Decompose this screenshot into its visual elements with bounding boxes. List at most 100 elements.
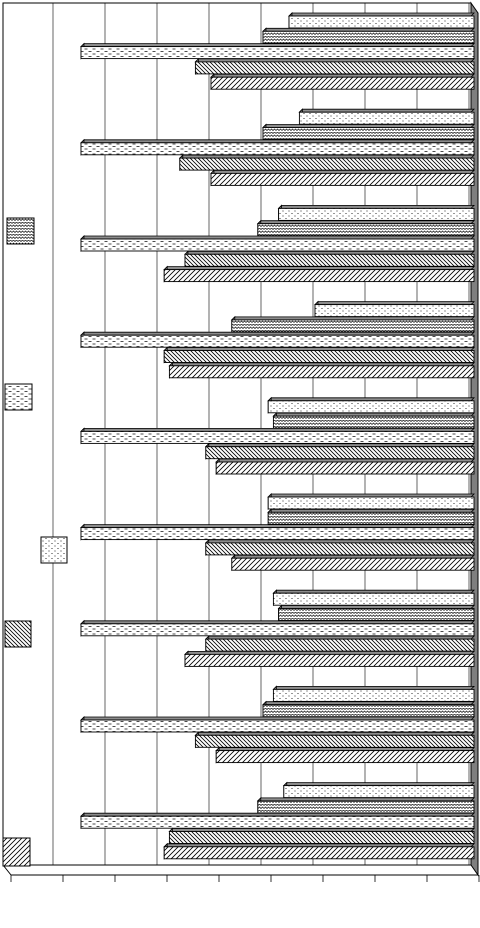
bar-front-face <box>272 415 475 429</box>
bar-front-face <box>314 304 475 318</box>
bar-front-face <box>80 430 475 444</box>
bar-top-face <box>204 539 475 544</box>
bar-front-face <box>163 846 475 860</box>
bar-front-face <box>80 527 475 541</box>
bar <box>80 812 475 830</box>
bar <box>163 265 475 283</box>
bar-top-face <box>267 508 475 513</box>
bar-front-face <box>210 76 475 90</box>
bar-front-face <box>262 127 475 140</box>
bar-front-face <box>288 15 475 29</box>
bar-front-face <box>80 719 475 733</box>
bar <box>80 427 475 445</box>
bar <box>194 57 475 75</box>
bar-front-face <box>80 334 475 348</box>
bar <box>184 650 475 668</box>
bar-front-face <box>168 365 475 379</box>
bar <box>267 396 475 414</box>
bar-front-face <box>262 704 475 718</box>
bar-top-face <box>80 812 475 817</box>
bar-top-face <box>314 301 475 306</box>
bar-top-face <box>230 554 475 559</box>
bar <box>80 331 475 349</box>
bar <box>163 346 475 364</box>
bar-group-2 <box>80 108 475 187</box>
bar-front-face <box>168 831 475 844</box>
bar-top-face <box>272 589 475 594</box>
bar-top-face <box>80 331 475 336</box>
bar-front-face <box>210 172 475 186</box>
bar-front-face <box>80 815 475 829</box>
bar-top-face <box>215 458 475 463</box>
bar-top-face <box>256 797 475 802</box>
bar-front-face <box>272 592 475 606</box>
bar-group-6 <box>80 493 475 572</box>
bar <box>314 300 475 318</box>
bars <box>80 12 475 860</box>
bar <box>168 827 475 845</box>
bar-front-face <box>272 688 475 702</box>
bar-top-face <box>184 651 475 655</box>
bar <box>272 412 475 430</box>
bar-top-face <box>163 347 475 351</box>
bar-top-face <box>80 524 475 528</box>
bar <box>80 235 475 252</box>
bar-top-face <box>168 828 475 832</box>
bar-top-face <box>204 443 475 448</box>
bar-group-9 <box>80 781 475 860</box>
legend-swatch-stipple <box>40 536 68 564</box>
bar <box>80 42 475 60</box>
bar <box>204 538 475 556</box>
bar-front-face <box>205 638 475 652</box>
bar-top-face <box>230 316 475 321</box>
legend-swatch-backslash <box>4 620 32 648</box>
bar-top-face <box>80 43 475 47</box>
bar <box>194 731 475 749</box>
bar-group-1 <box>80 12 475 91</box>
bar-group-8 <box>80 685 475 764</box>
bar <box>272 685 475 703</box>
bar-top-face <box>277 605 475 609</box>
bar-top-face <box>80 716 475 721</box>
bar-group-7 <box>80 589 475 668</box>
bar <box>204 635 475 653</box>
bar-group-5 <box>80 396 475 475</box>
bar-front-face <box>163 350 475 363</box>
legend-swatch-dash <box>4 383 33 411</box>
bar-top-face <box>282 782 475 786</box>
bar <box>168 361 475 379</box>
bar <box>262 123 475 141</box>
bar-front-face <box>267 511 475 525</box>
bar-front-face <box>205 542 475 556</box>
bar-front-face <box>179 157 475 171</box>
bar <box>256 219 475 237</box>
bar <box>267 493 475 510</box>
bar-front-face <box>194 61 475 75</box>
bar <box>80 619 475 637</box>
bar-top-face <box>272 412 475 417</box>
bar-front-face <box>278 608 475 621</box>
bar-front-face <box>257 800 475 814</box>
bar <box>80 716 475 733</box>
legend <box>2 217 68 867</box>
bar-front-face <box>262 30 475 44</box>
bar-top-face <box>194 731 475 736</box>
bar-top-face <box>163 843 475 848</box>
floor-left-edge <box>2 864 12 876</box>
x-axis-ticks <box>10 875 480 882</box>
bar-front-face <box>80 238 475 252</box>
bar-group-4 <box>80 300 475 379</box>
bar-front-face <box>267 496 475 510</box>
bar <box>178 154 475 172</box>
bar <box>80 523 475 541</box>
bar-front-face <box>205 446 475 460</box>
bar-top-face <box>80 620 475 625</box>
bar-front-face <box>231 319 475 333</box>
legend-swatch-zigzag <box>6 217 35 245</box>
bar-top-face <box>194 58 475 63</box>
bar <box>282 781 475 799</box>
bar-front-face <box>215 750 475 764</box>
bar-top-face <box>262 27 475 32</box>
bar-front-face <box>231 557 475 571</box>
